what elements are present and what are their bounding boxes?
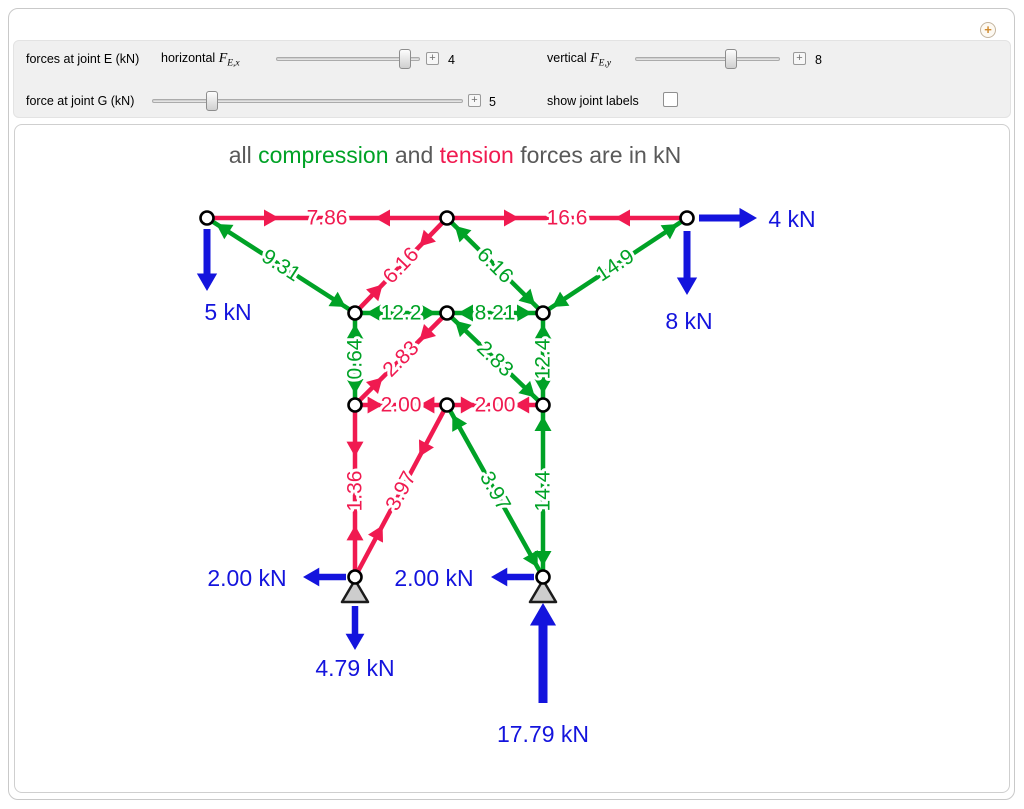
diagram-panel [14, 124, 1010, 793]
title-text-pre: all [228, 142, 259, 168]
fex-label-text: horizontal [161, 51, 219, 65]
fey-symbol: F [590, 51, 599, 66]
fey-slider-track[interactable] [635, 57, 780, 61]
force-joint-g-label: force at joint G (kN) [26, 94, 135, 108]
horizontal-fex-label: horizontal FE,x [161, 51, 240, 72]
vertical-fey-label: vertical FE,y [547, 51, 611, 72]
fey-value: 8 [815, 53, 822, 67]
fex-slider-track[interactable] [276, 57, 420, 61]
forces-joint-e-label: forces at joint E (kN) [26, 52, 140, 66]
fg-value: 5 [489, 95, 496, 109]
fex-value: 4 [448, 53, 455, 67]
fex-slider-thumb[interactable] [398, 49, 411, 69]
fey-slider[interactable] [635, 49, 780, 69]
fex-slider[interactable] [276, 49, 420, 69]
fex-subscript: E,x [227, 58, 240, 69]
fg-slider-thumb[interactable] [205, 91, 218, 111]
title-text-post: forces are in kN [513, 142, 682, 168]
fey-expand-button[interactable]: + [793, 52, 806, 65]
show-joint-labels-checkbox[interactable] [663, 92, 678, 107]
fey-label-text: vertical [547, 51, 591, 65]
title-text-mid: and [388, 142, 440, 168]
fg-slider[interactable] [152, 91, 463, 111]
manipulate-expand-button[interactable]: + [980, 22, 996, 38]
fg-expand-button[interactable]: + [468, 94, 481, 107]
fey-slider-thumb[interactable] [725, 49, 738, 69]
controls-panel: forces at joint E (kN) horizontal FE,x +… [13, 40, 1011, 118]
title-compression-word: compression [258, 142, 389, 168]
title-tension-word: tension [439, 142, 514, 168]
fex-expand-button[interactable]: + [426, 52, 439, 65]
fey-subscript: E,y [598, 58, 612, 69]
diagram-title: all compression and tension forces are i… [155, 142, 755, 169]
fex-symbol: F [218, 51, 228, 66]
fg-slider-track[interactable] [152, 99, 463, 103]
plus-icon: + [984, 22, 992, 37]
show-joint-labels-label: show joint labels [547, 94, 639, 108]
